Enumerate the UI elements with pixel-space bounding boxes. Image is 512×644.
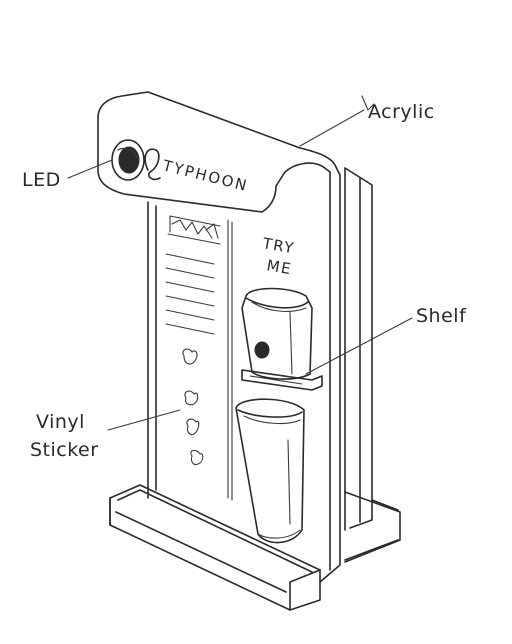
me-text: ME bbox=[265, 256, 293, 278]
upper-cup bbox=[241, 287, 313, 380]
rear-base-foot bbox=[344, 491, 401, 563]
vinyl-label-line2: Sticker bbox=[30, 439, 99, 461]
led-light bbox=[111, 139, 145, 181]
shelf bbox=[241, 369, 323, 391]
leader-lines bbox=[67, 95, 413, 431]
lower-cup bbox=[235, 398, 305, 544]
acrylic-label: Acrylic bbox=[368, 101, 435, 123]
try-text: TRY bbox=[260, 234, 296, 258]
front-base-plate bbox=[109, 484, 321, 611]
led-label: LED bbox=[22, 169, 61, 191]
vinyl-sticker-graphics bbox=[165, 215, 221, 466]
vinyl-label-line1: Vinyl bbox=[36, 411, 85, 433]
main-panel bbox=[97, 91, 341, 583]
brand-text: TYPHOON bbox=[160, 156, 250, 195]
back-panel bbox=[344, 167, 373, 531]
brand-logo-icon bbox=[144, 148, 161, 181]
shelf-label: Shelf bbox=[416, 305, 467, 327]
